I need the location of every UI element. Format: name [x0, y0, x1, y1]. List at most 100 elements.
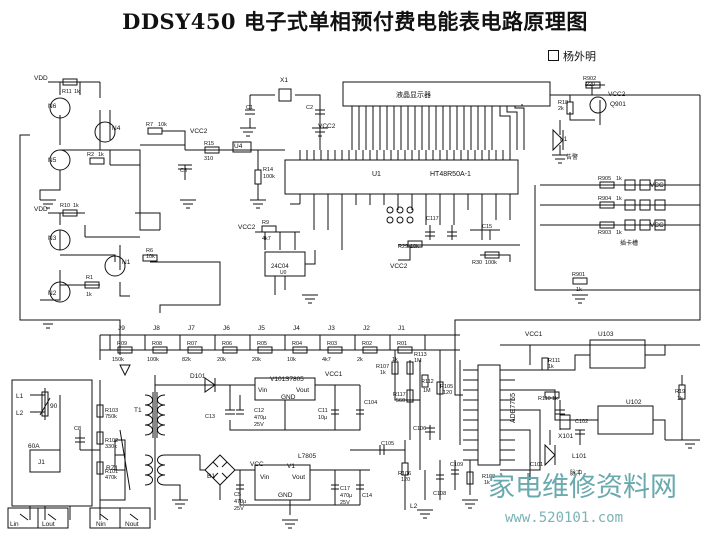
ladder-val-0: 150k [112, 357, 124, 363]
watermark-url: www.520101.com [505, 510, 623, 526]
res-r105: R105 [440, 384, 453, 390]
d101-label: D101 [190, 373, 206, 380]
jumper-j8: J8 [153, 325, 160, 332]
reg2-gnd: GND [278, 492, 293, 499]
vcc-label-3: VCC [250, 461, 264, 468]
transistor-n1 [104, 255, 126, 277]
u102-label: U102 [626, 399, 642, 406]
vcc1-label-2: VCC1 [525, 331, 543, 338]
mcu-body [284, 159, 519, 195]
jumper-j6: J6 [223, 325, 230, 332]
res-r2: R2 [87, 152, 94, 158]
lcd-label: 液晶显示器 [396, 90, 431, 99]
cap-c106: C106 [413, 426, 426, 432]
vcc-label-2: VCC [650, 222, 664, 229]
res-r102: R102 [105, 438, 118, 444]
transistor-n5 [49, 149, 71, 171]
vcc-label-1: VCC [650, 182, 664, 189]
reg1-out: Vout [296, 387, 309, 394]
res-r18: R18 [558, 100, 568, 106]
cap-c12-volt: 25V [254, 422, 264, 428]
res-r107: R107 [376, 364, 389, 370]
res-r111-val: 1k [548, 364, 554, 370]
cap-c3: C3 [180, 168, 187, 174]
mcu-part: HT48R50A-1 [430, 171, 471, 178]
res-r29-val: 10k [410, 244, 419, 250]
res-r18-val: 2k [558, 106, 564, 112]
res-r113: R113 [414, 352, 427, 358]
crystal-x101 [559, 414, 571, 430]
cap-c5-val: 470μ [234, 499, 246, 505]
cap-c102: C102 [575, 419, 588, 425]
res-r117-val: 560 [396, 398, 405, 404]
ladder-ref-3: R06 [222, 341, 232, 347]
rz1-label: RZ1 [106, 465, 119, 472]
res-r9-val: 4k7 [262, 236, 271, 242]
term-lin: Lin [10, 521, 19, 528]
vdd-label-1: VDD [34, 75, 48, 82]
res-r106-val: 120 [401, 477, 410, 483]
cap-c13: C13 [205, 414, 215, 420]
res-r901: R901 [572, 272, 585, 278]
tr-n3: N3 [48, 235, 57, 242]
component-labels: 液晶显示器 U1 HT48R50A-1 24C04 U0 X1 X101 ADE… [10, 75, 685, 528]
jumper-j3: J3 [328, 325, 335, 332]
cap-c8: C8 [74, 426, 81, 432]
transistor-n2 [49, 281, 71, 303]
tr-n4: N4 [112, 125, 121, 132]
term-lout: Lout [42, 521, 55, 528]
res-r112: R112 [421, 379, 434, 385]
jumper-j4: J4 [293, 325, 300, 332]
res-r905: R905 [598, 176, 611, 182]
res-r904-val: 1k [616, 196, 622, 202]
res-r6-val: 10k [146, 254, 155, 260]
res-r108-val: 1k [484, 480, 490, 486]
checkbox-icon [548, 50, 559, 61]
res-r7: R7 [146, 122, 153, 128]
res-r103-val: 750k [105, 414, 117, 420]
q901-label: Q901 [610, 101, 626, 108]
bridge-label: B1 [207, 473, 215, 480]
ladder-ref-6: R03 [327, 341, 337, 347]
watermark: 家电维修资料网 www.520101.com [488, 472, 677, 526]
t1-label: T1 [134, 407, 142, 414]
res-r103: R103 [105, 408, 118, 414]
res-r106: R106 [398, 471, 411, 477]
cap-c108: C108 [433, 491, 446, 497]
l1-label: L1 [16, 393, 24, 400]
res-r19-val: 1k [677, 396, 683, 402]
transistor-n4 [94, 121, 116, 143]
relay-box [11, 379, 93, 507]
jumper-j9: J9 [118, 325, 125, 332]
ladder-ref-1: R08 [152, 341, 162, 347]
res-r15: R15 [204, 141, 214, 147]
cap-c104: C104 [364, 400, 377, 406]
jumper-j7: J7 [188, 325, 195, 332]
author-label: 杨外明 [548, 48, 596, 64]
l2-label: L2 [16, 410, 24, 417]
ladder-ref-5: R04 [292, 341, 302, 347]
watermark-text: 家电维修资料网 [488, 472, 677, 503]
res-r30: R30 [472, 260, 482, 266]
reg1-part: S7805 [285, 376, 304, 383]
ladder-val-8: 1k [392, 357, 398, 363]
cap-c109: C109 [450, 462, 463, 468]
res-r112-val: 1M [423, 388, 431, 394]
vcc2-label-4: VCC2 [318, 123, 336, 130]
optocoupler-u103 [589, 339, 646, 369]
crystal-x1 [278, 88, 292, 102]
eeprom-part: 24C04 [271, 264, 289, 270]
res-r902: R902 [583, 76, 596, 82]
res-r905-val: 1k [616, 176, 622, 182]
tr-n2: N2 [48, 290, 57, 297]
jumper-j2: J2 [363, 325, 370, 332]
res-r904: R904 [598, 196, 611, 202]
res-r19: R19 [675, 389, 685, 395]
res-r29: R29 [398, 244, 408, 250]
ladder-val-2: 82k [182, 357, 191, 363]
ladder-val-6: 4k7 [322, 357, 331, 363]
res-r11-val: 1k [74, 89, 80, 95]
res-r10: R10 [60, 203, 70, 209]
cap-c11-val: 10μ [318, 415, 327, 421]
